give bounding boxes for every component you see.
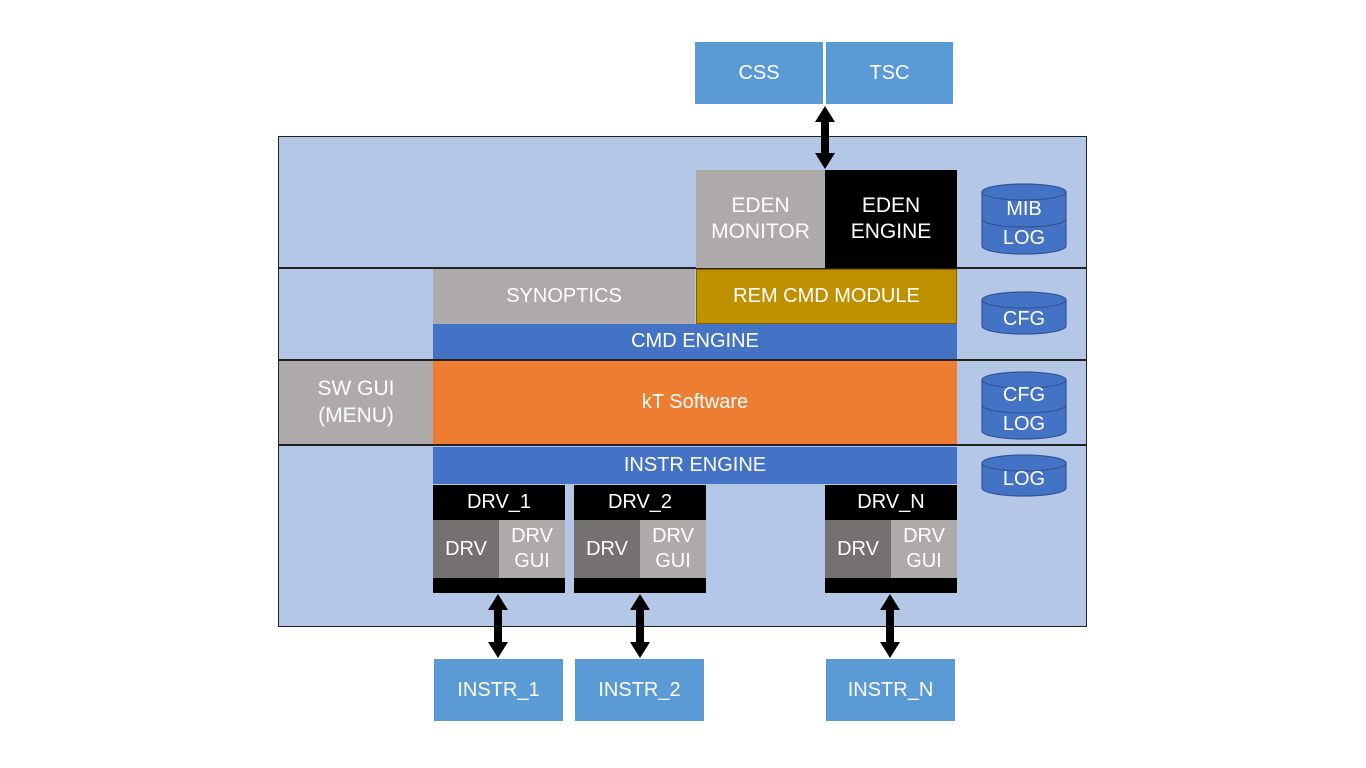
database-log: LOG (982, 455, 1066, 497)
double-arrow-top (815, 106, 835, 169)
driver-n-gui-line2: GUI (906, 550, 942, 572)
database-mib-label: MIB (1006, 198, 1042, 220)
synoptics: SYNOPTICS (433, 269, 695, 324)
instr-engine-label: INSTR ENGINE (623, 454, 767, 476)
driver-n-title: DRV_N (825, 485, 957, 520)
driver-2-drv: DRV (574, 520, 640, 578)
driver-2-drv-label: DRV (586, 537, 628, 560)
database-cfg-log-icon (981, 371, 1067, 440)
eden-monitor-line1: EDEN (731, 193, 790, 217)
cmd-engine-label: CMD ENGINE (631, 330, 759, 352)
driver-2-gui-line2: GUI (655, 550, 691, 572)
driver-2-gui: DRV GUI (640, 520, 706, 578)
css-label: CSS (738, 61, 780, 84)
eden-monitor: EDEN MONITOR (696, 170, 825, 268)
eden-monitor-line2: MONITOR (711, 220, 810, 243)
rem-cmd-module-label: REM CMD MODULE (733, 285, 920, 307)
instr-n-label: INSTR_N (847, 678, 934, 701)
driver-n-drv: DRV (825, 520, 891, 578)
eden-engine: EDEN ENGINE (825, 170, 957, 268)
driver-2-title: DRV_2 (574, 485, 706, 520)
database-log-icon (981, 454, 1067, 497)
database-mib-log-icon (981, 183, 1067, 255)
row-separator-3 (279, 444, 1086, 446)
kt-software: kT Software (433, 361, 957, 444)
driver-1-gui-line1: DRV (511, 525, 553, 547)
driver-1-drv: DRV (433, 520, 499, 578)
driver-n-gui: DRV GUI (891, 520, 957, 578)
instr-n-box: INSTR_N (826, 659, 955, 721)
database-cfg: CFG (982, 292, 1066, 336)
driver-n-footer (825, 578, 957, 593)
css-box: CSS (695, 42, 823, 104)
row-separator-1 (279, 267, 1086, 269)
database-cfg-icon (981, 291, 1067, 335)
kt-software-label: kT Software (641, 391, 749, 413)
double-arrow-instr-2 (630, 594, 650, 658)
tsc-box: TSC (826, 42, 953, 104)
instr-engine: INSTR ENGINE (433, 447, 957, 484)
sw-gui-line1: SW GUI (317, 377, 395, 401)
driver-1-drv-label: DRV (445, 537, 487, 560)
driver-1-title-label: DRV_1 (466, 491, 532, 513)
driver-1-gui: DRV GUI (499, 520, 565, 578)
double-arrow-instr-n (880, 594, 900, 658)
rem-cmd-module: REM CMD MODULE (696, 269, 957, 324)
instr-2-label: INSTR_2 (598, 678, 681, 701)
cmd-engine: CMD ENGINE (433, 324, 957, 359)
driver-2-footer (574, 578, 706, 593)
database-log-label-3: LOG (1002, 468, 1046, 490)
database-log-label-2: LOG (1002, 413, 1046, 435)
database-log-label-1: LOG (1002, 227, 1046, 249)
driver-2-title-label: DRV_2 (607, 491, 673, 513)
tsc-label: TSC (869, 61, 910, 84)
driver-n-gui-line1: DRV (903, 525, 945, 547)
database-mib-log: MIB LOG (982, 184, 1066, 256)
sw-gui-line2: (MENU) (318, 403, 394, 427)
synoptics-label: SYNOPTICS (506, 285, 622, 307)
driver-1-footer (433, 578, 565, 593)
eden-engine-line1: EDEN (861, 193, 921, 217)
driver-n-drv-label: DRV (837, 537, 879, 560)
driver-n-title-label: DRV_N (857, 491, 925, 513)
double-arrow-instr-1 (488, 594, 508, 658)
sw-gui: SW GUI (MENU) (279, 361, 433, 444)
eden-engine-line2: ENGINE (850, 220, 932, 243)
driver-1-gui-line2: GUI (514, 550, 550, 572)
driver-1-title: DRV_1 (433, 485, 565, 520)
database-cfg-log: CFG LOG (982, 372, 1066, 440)
database-cfg-label-2: CFG (1002, 384, 1046, 406)
driver-2-gui-line1: DRV (652, 525, 694, 547)
database-cfg-label-1: CFG (1002, 308, 1046, 330)
instr-2-box: INSTR_2 (575, 659, 704, 721)
instr-1-label: INSTR_1 (457, 678, 540, 701)
row-separator-2 (279, 359, 1086, 361)
instr-1-box: INSTR_1 (434, 659, 563, 721)
